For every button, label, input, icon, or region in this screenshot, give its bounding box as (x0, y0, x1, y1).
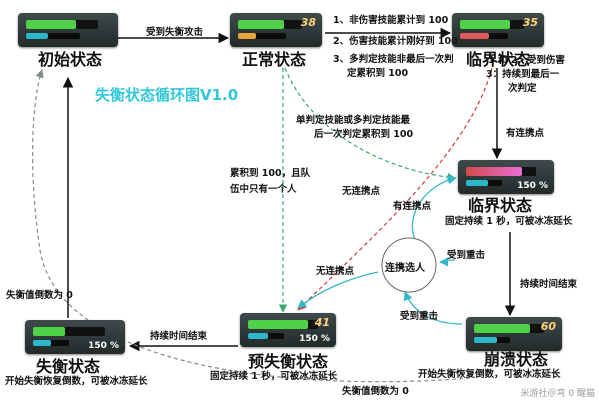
watermark: 米游社＠弯 0 醒猫 (520, 389, 595, 399)
note-critical-c: 次判定 (508, 83, 537, 94)
edge-cycle-to-pre-stagger (297, 271, 379, 309)
note-single-multi-a: 单判定技能或多判定技能最 (296, 115, 411, 126)
pre-stagger-value: 41 (314, 316, 330, 329)
normal-state-panel: 38 (230, 13, 322, 47)
chain-select-label: 连携选人 (385, 263, 425, 274)
stagger-label: 失衡状态 (36, 357, 101, 376)
edge-collapse-to-initial-dashed (32, 69, 471, 383)
normal-state-label: 正常状态 (242, 50, 307, 69)
note-accumulate-a: 累积到 100，且队 (230, 168, 311, 179)
stagger-panel: 150 % (25, 320, 125, 354)
note-critical-b: 3：持续到最后一 (486, 69, 560, 80)
note-heavy-hit-lower: 受到重击 (400, 311, 439, 322)
critical-right-panel: 150 % (458, 160, 554, 194)
diagram-title: 失衡状态循环图V1.0 (95, 86, 239, 104)
edge-cycle-to-critical-right (411, 175, 457, 241)
collapse-panel: 60 (466, 317, 562, 351)
chain-cycle-circle (381, 237, 437, 293)
pre-stagger-desc: 固定持续 1 秒，可被冰冻延长 (210, 371, 338, 382)
pre-stagger-dmg: 150 % (299, 334, 330, 344)
edge-critical-top-to-pre-stagger-dashed (297, 67, 493, 311)
critical-right-label: 临界状态 (468, 196, 533, 215)
note-has-chain-inner: 有连携点 (393, 201, 432, 212)
note-has-chain-right: 有连携点 (506, 128, 545, 139)
note-duration-end-bottom: 持续时间结束 (150, 331, 208, 342)
note-heavy-hit-upper: 受到重击 (447, 250, 486, 261)
note-accumulate-b: 伍中只有一个人 (230, 184, 297, 195)
stagger-dmg: 150 % (88, 341, 119, 351)
critical-top-panel: 35 (452, 13, 544, 47)
initial-state-panel (18, 13, 118, 47)
note-critical-a: 1 和 2：受到伤害 (488, 55, 565, 66)
collapse-desc: 开始失衡恢复倒数，可被冰冻延长 (418, 369, 561, 380)
pre-stagger-panel: 41 150 % (240, 313, 336, 347)
initial-state-label: 初始状态 (38, 50, 103, 69)
collapse-label: 崩溃状态 (484, 350, 549, 369)
edge-collapse-to-cycle (403, 291, 463, 325)
note-to-critical-2: 2、伤害技能累计刚好到 100 (333, 36, 458, 47)
note-duration-end-right: 持续时间结束 (520, 279, 578, 290)
note-hit-by-stagger-attack: 受到失衡攻击 (146, 27, 204, 38)
critical-right-desc: 固定持续 1 秒，可被冰冻延长 (445, 216, 573, 227)
note-to-critical-3a: 3、多判定技能非最后一次判 (333, 54, 454, 65)
normal-state-value: 38 (300, 16, 316, 29)
note-to-critical-1: 1、非伤害技能累计到 100 (333, 15, 449, 26)
edge-critical-right-to-cycle (439, 257, 456, 267)
critical-top-label: 临界状态 (466, 50, 531, 69)
note-countdown-zero-left: 失衡值倒数为 0 (6, 290, 73, 301)
critical-top-value: 35 (522, 16, 538, 29)
note-single-multi-b: 后一次判定累积到 100 (314, 129, 414, 140)
note-no-chain-lower: 无连携点 (316, 266, 355, 277)
edge-normal-to-critical-right-dashed (284, 67, 456, 182)
note-no-chain-upper: 无连携点 (342, 186, 381, 197)
critical-right-dmg: 150 % (517, 181, 548, 191)
collapse-value: 60 (540, 320, 556, 333)
stagger-desc: 开始失衡恢复倒数，可被冰冻延长 (5, 376, 148, 387)
note-countdown-zero-bottom: 失衡值倒数为 0 (342, 386, 409, 397)
pre-stagger-label: 预失衡状态 (248, 352, 329, 371)
note-to-critical-3b: 定累积到 100 (347, 68, 409, 79)
